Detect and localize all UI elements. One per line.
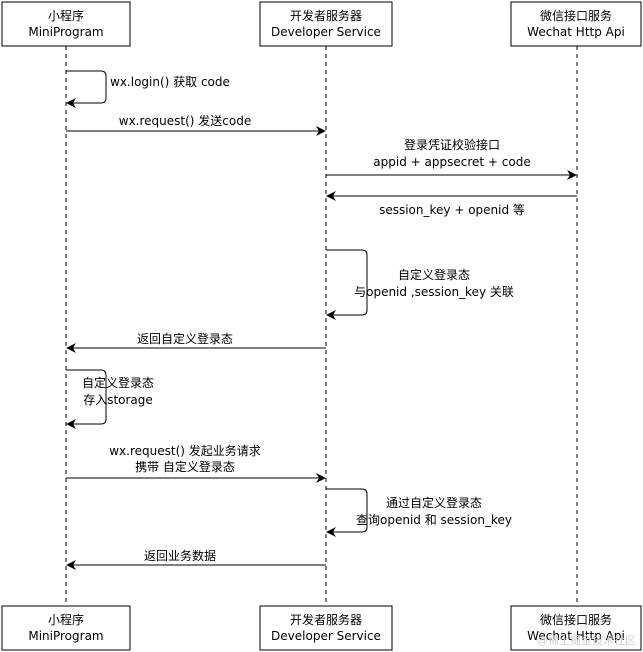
message-send-code: wx.request() 发送code [66,113,326,136]
participant-en-label: Wechat Http Api [527,629,625,643]
participant-cn-label: 小程序 [48,612,84,627]
participant-cn-label: 微信接口服务 [540,8,612,23]
participant-cn-label: 开发者服务器 [290,8,362,23]
participant-en-label: MiniProgram [28,629,103,643]
message-label: 返回自定义登录态 [137,331,233,346]
participant-cn-label: 微信接口服务 [540,612,612,627]
message-label-line2: 与openid ,session_key 关联 [354,285,514,299]
message-return-business-data: 返回业务数据 [66,548,326,570]
message-wx-login: wx.login() 获取 code [66,70,230,108]
message-label: wx.request() 发送code [119,113,251,128]
participant-top-developer-service: 开发者服务器 Developer Service [259,1,393,47]
message-return-session-key: session_key + openid 等 [326,191,577,217]
participant-cn-label: 开发者服务器 [290,612,362,627]
message-label-line1: 自定义登录态 [82,375,154,390]
participant-en-label: Developer Service [271,25,381,39]
participant-bottom-wechat-api: 微信接口服务 Wechat Http Api [510,605,642,651]
participant-top-miniprogram: 小程序 MiniProgram [1,1,131,47]
participant-en-label: Wechat Http Api [527,25,625,39]
participant-cn-label: 小程序 [48,8,84,23]
message-label-line1: 自定义登录态 [398,267,470,282]
message-business-request: wx.request() 发起业务请求 携带 自定义登录态 [66,443,326,483]
message-label-line1: 登录凭证校验接口 [404,137,500,152]
message-label-line2: 存入storage [83,393,153,407]
message-label: 返回业务数据 [144,548,216,563]
message-label-line2: appid + appsecret + code [373,155,530,169]
message-label-line2: 携带 自定义登录态 [135,459,235,474]
message-label-line1: wx.request() 发起业务请求 [109,443,261,458]
message-label-line2: 查询openid 和 session_key [356,513,512,527]
watermark: @稀土掘金技术社区 [537,633,636,647]
participant-bottom-developer-service: 开发者服务器 Developer Service [259,605,393,651]
participant-bottom-miniprogram: 小程序 MiniProgram [1,605,131,651]
message-return-custom-session: 返回自定义登录态 [66,331,326,353]
message-label: wx.login() 获取 code [110,75,230,89]
message-store-session: 自定义登录态 存入storage [66,369,154,429]
message-label-line1: 通过自定义登录态 [386,495,482,510]
message-query-openid: 通过自定义登录态 查询openid 和 session_key [326,488,512,537]
message-code2session: 登录凭证校验接口 appid + appsecret + code [326,137,577,180]
message-create-custom-session: 自定义登录态 与openid ,session_key 关联 [326,249,514,320]
message-label: session_key + openid 等 [379,203,525,217]
participant-top-wechat-api: 微信接口服务 Wechat Http Api [510,1,642,47]
participant-en-label: Developer Service [271,629,381,643]
participant-en-label: MiniProgram [28,25,103,39]
